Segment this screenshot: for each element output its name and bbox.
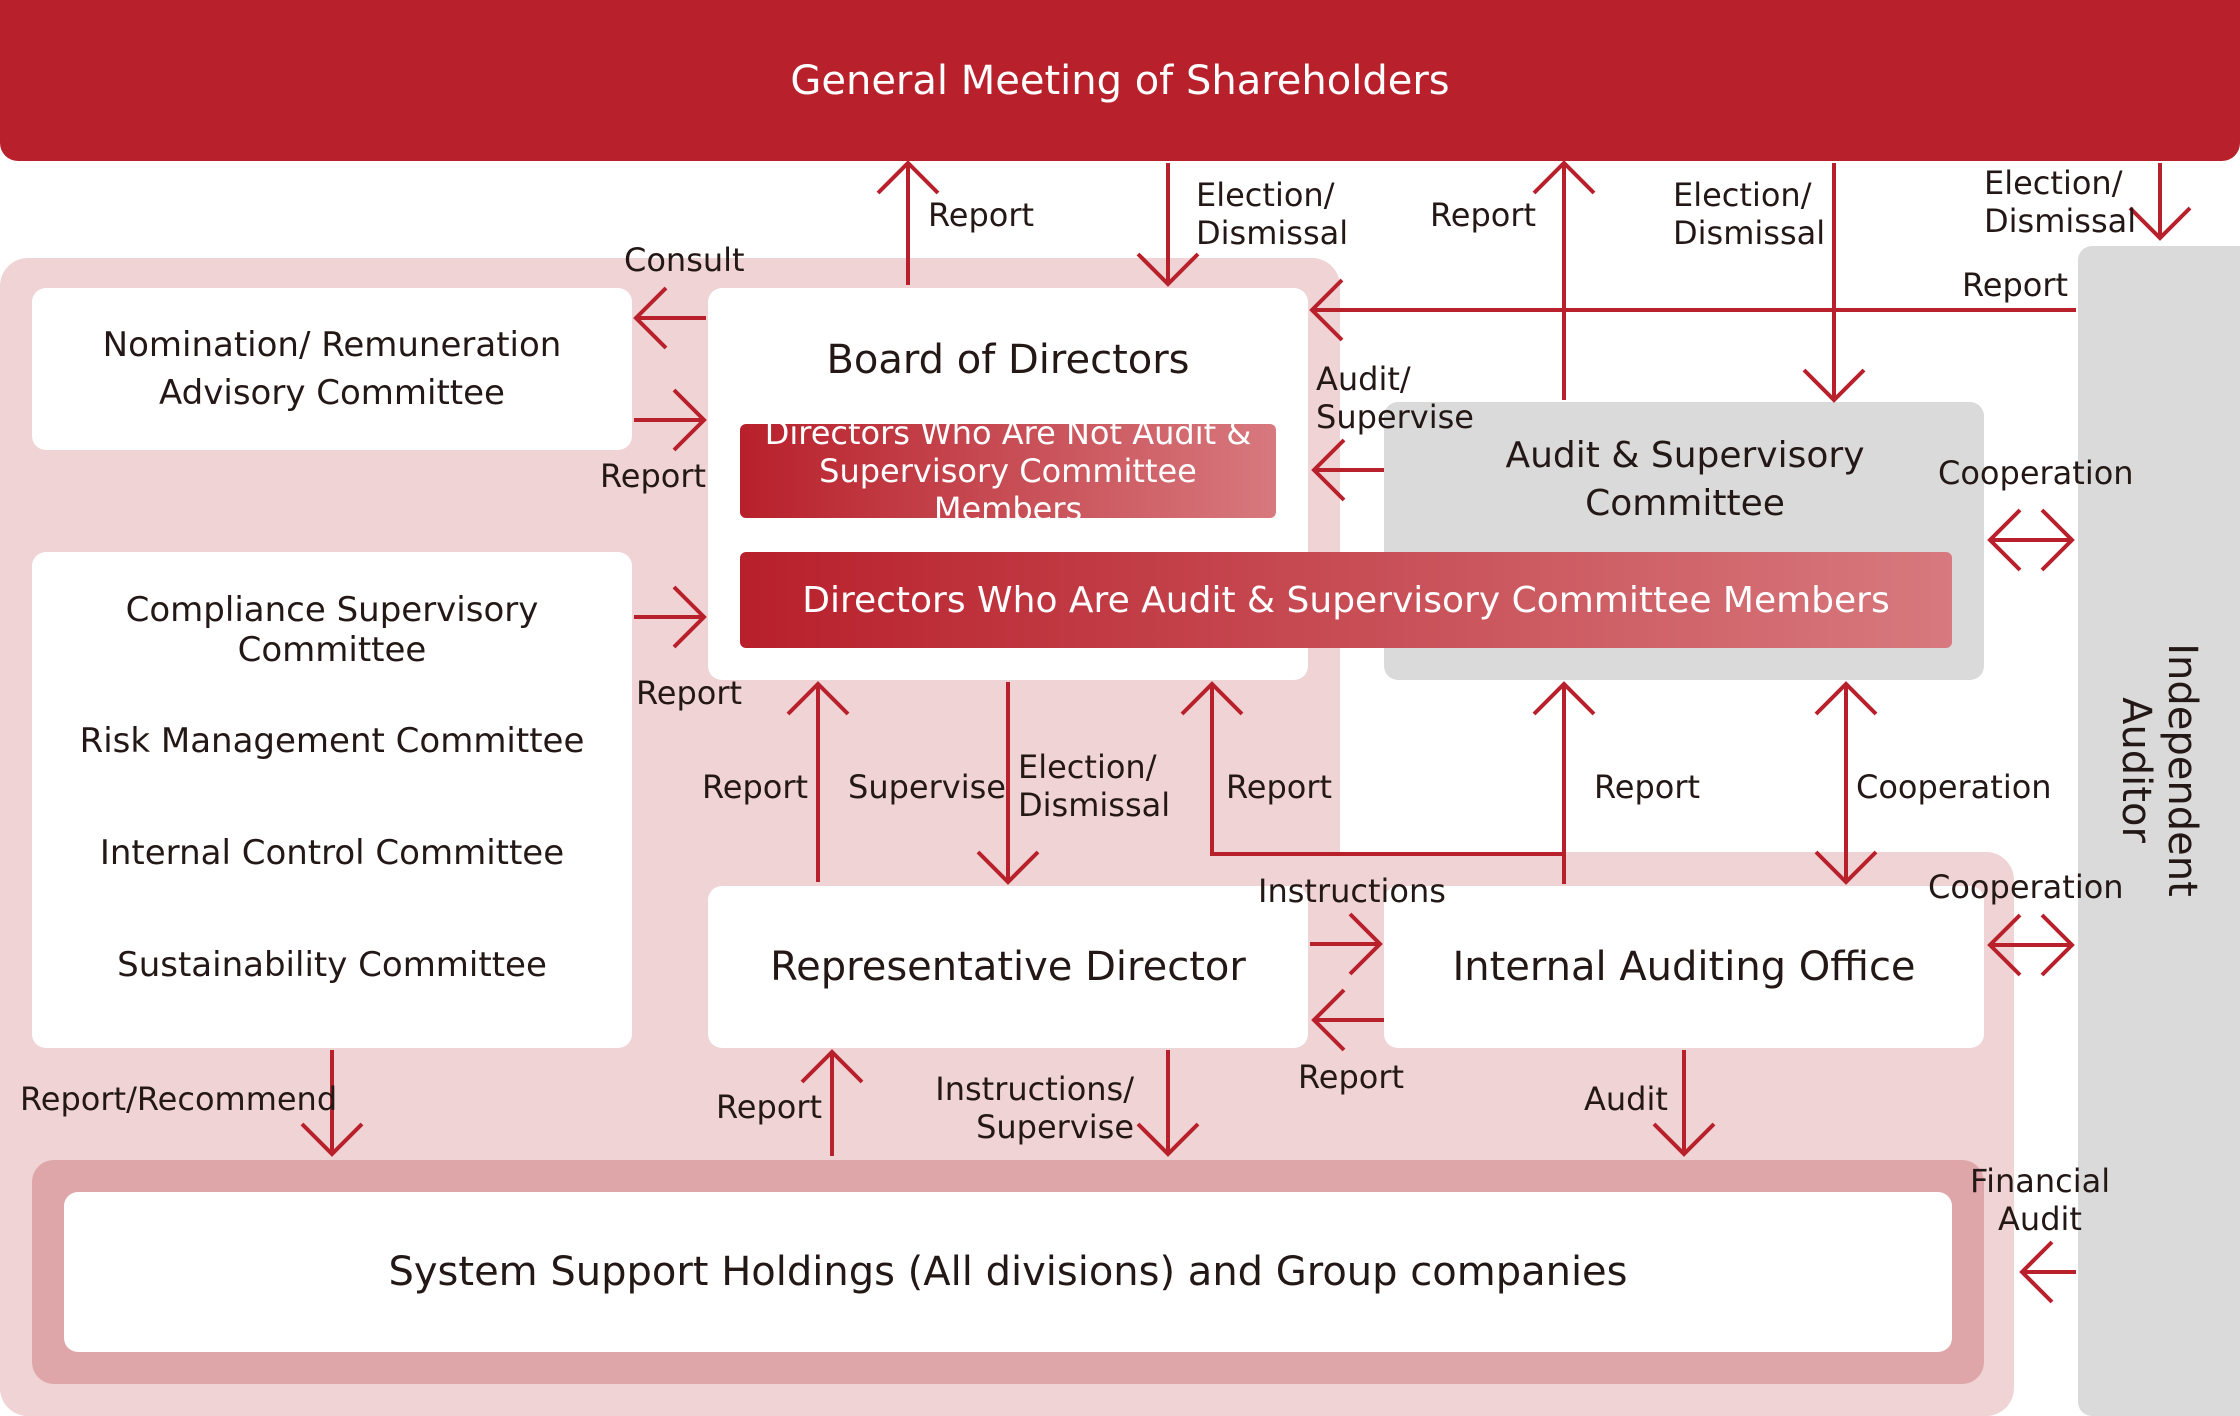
committees-box [32, 552, 632, 1048]
compliance-report-arrow [672, 585, 707, 649]
group-report-arrow [800, 1049, 864, 1084]
representative-director-box: Representative Director [708, 886, 1308, 1048]
audit-down-arrow [1652, 1122, 1716, 1157]
report-recommend-arrow [300, 1122, 364, 1157]
election-down-arrow-2 [1802, 368, 1866, 403]
label-audit: Audit [1584, 1080, 1668, 1118]
board-title: Board of Directors [826, 337, 1190, 383]
label-report-nomination: Report [600, 457, 707, 495]
audit-supervise-arrow [1311, 438, 1346, 502]
internal-auditing-box: Internal Auditing Office [1384, 886, 1984, 1048]
label-instructions: Instructions [1258, 872, 1446, 910]
directors-audit-box: Directors Who Are Audit & Supervisory Co… [740, 552, 1952, 648]
instructions-supervise-arrow [1136, 1122, 1200, 1157]
cooperation-arrow-2 [1814, 850, 1878, 885]
consult-arrow [633, 286, 668, 350]
label-instructions-supervise: Instructions/ Supervise [935, 1070, 1134, 1146]
label-report-recommend: Report/Recommend [20, 1080, 338, 1118]
label-report-compliance: Report [636, 674, 743, 712]
cooperation-arrow-3 [2040, 913, 2075, 977]
ia-report-rep-arrow [1311, 988, 1346, 1052]
compliance-committee: Compliance Supervisory Committee [125, 590, 539, 670]
label-report-ia-rep: Report [1298, 1058, 1405, 1096]
audit-committee-title: Audit & Supervisory Committee [1505, 435, 1865, 524]
nomination-report-arrow [672, 388, 707, 452]
instructions-arrow [1348, 912, 1383, 976]
nomination-committee-box: Nomination/ Remuneration Advisory Commit… [32, 288, 632, 450]
report-up-arrow-2 [1532, 160, 1596, 195]
label-report-1: Report [928, 196, 1035, 234]
label-election-1: Election/ Dismissal [1196, 176, 1349, 252]
label-election-rep: Election/ Dismissal [1018, 748, 1171, 824]
report-left-arrow-auditor [1309, 278, 1344, 342]
label-report-2: Report [1430, 196, 1537, 234]
rep-report-arrow [786, 681, 850, 716]
label-cooperation-2: Cooperation [1856, 768, 2052, 806]
report-up-arrow-1 [876, 160, 940, 195]
directors-not-audit-box: Directors Who Are Not Audit & Supervisor… [740, 414, 1276, 528]
label-audit-supervise: Audit/ Supervise [1316, 360, 1474, 436]
label-financial-audit: Financial Audit [1970, 1162, 2111, 1238]
election-down-arrow-3 [2128, 206, 2192, 241]
label-election-3: Election/ Dismissal [1984, 164, 2137, 240]
label-supervise: Supervise [848, 768, 1006, 806]
cooperation-arrow-1 [2040, 508, 2075, 572]
label-cooperation-3: Cooperation [1928, 868, 2124, 906]
label-report-auditor: Report [1962, 266, 2069, 304]
internal-control-committee: Internal Control Committee [99, 833, 565, 873]
label-report-rep: Report [702, 768, 809, 806]
label-report-group: Report [716, 1088, 823, 1126]
election-down-arrow-1 [1136, 252, 1200, 287]
system-support-box: System Support Holdings (All divisions) … [64, 1192, 1952, 1352]
sustainability-committee: Sustainability Committee [117, 945, 547, 985]
label-cooperation-1: Cooperation [1938, 454, 2134, 492]
label-election-2: Election/ Dismissal [1673, 176, 1826, 252]
shareholders-banner: General Meeting of Shareholders [0, 0, 2240, 161]
label-consult: Consult [624, 241, 745, 279]
label-report-ia-board: Report [1226, 768, 1333, 806]
label-report-ia-committee: Report [1594, 768, 1701, 806]
ia-report-committee-arrow [1532, 681, 1596, 716]
rep-election-arrow [976, 850, 1040, 885]
shareholders-title: General Meeting of Shareholders [790, 57, 1450, 104]
ia-report-board-arrow [1180, 681, 1244, 716]
risk-committee: Risk Management Committee [79, 721, 585, 761]
financial-audit-arrow [2019, 1240, 2054, 1304]
independent-auditor-box [2078, 246, 2240, 1416]
